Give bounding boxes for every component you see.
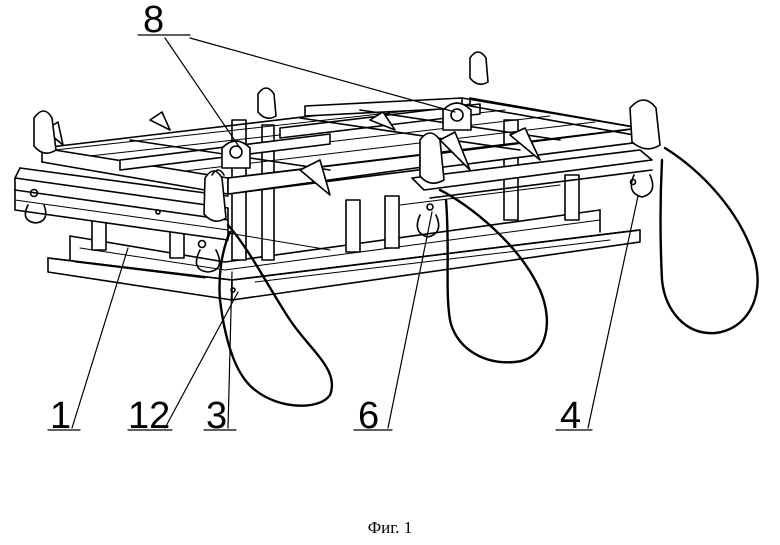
shackle-back-right	[470, 52, 488, 84]
callout-12: 12	[128, 395, 170, 437]
sling-mid	[440, 190, 547, 362]
figure-caption: Фиг. 1	[0, 518, 780, 538]
lifting-eye-left	[222, 141, 250, 168]
top-frame	[42, 98, 640, 195]
callout-8: 8	[143, 0, 164, 41]
leader-lines	[48, 35, 638, 430]
lifting-eye-right	[443, 103, 471, 130]
callout-1: 1	[50, 395, 71, 437]
callout-3: 3	[206, 395, 227, 437]
sling-right	[661, 148, 758, 333]
shackle-right	[630, 100, 660, 197]
callout-4: 4	[560, 395, 581, 437]
shackle-back-mid	[258, 88, 276, 118]
callout-6: 6	[358, 395, 379, 437]
